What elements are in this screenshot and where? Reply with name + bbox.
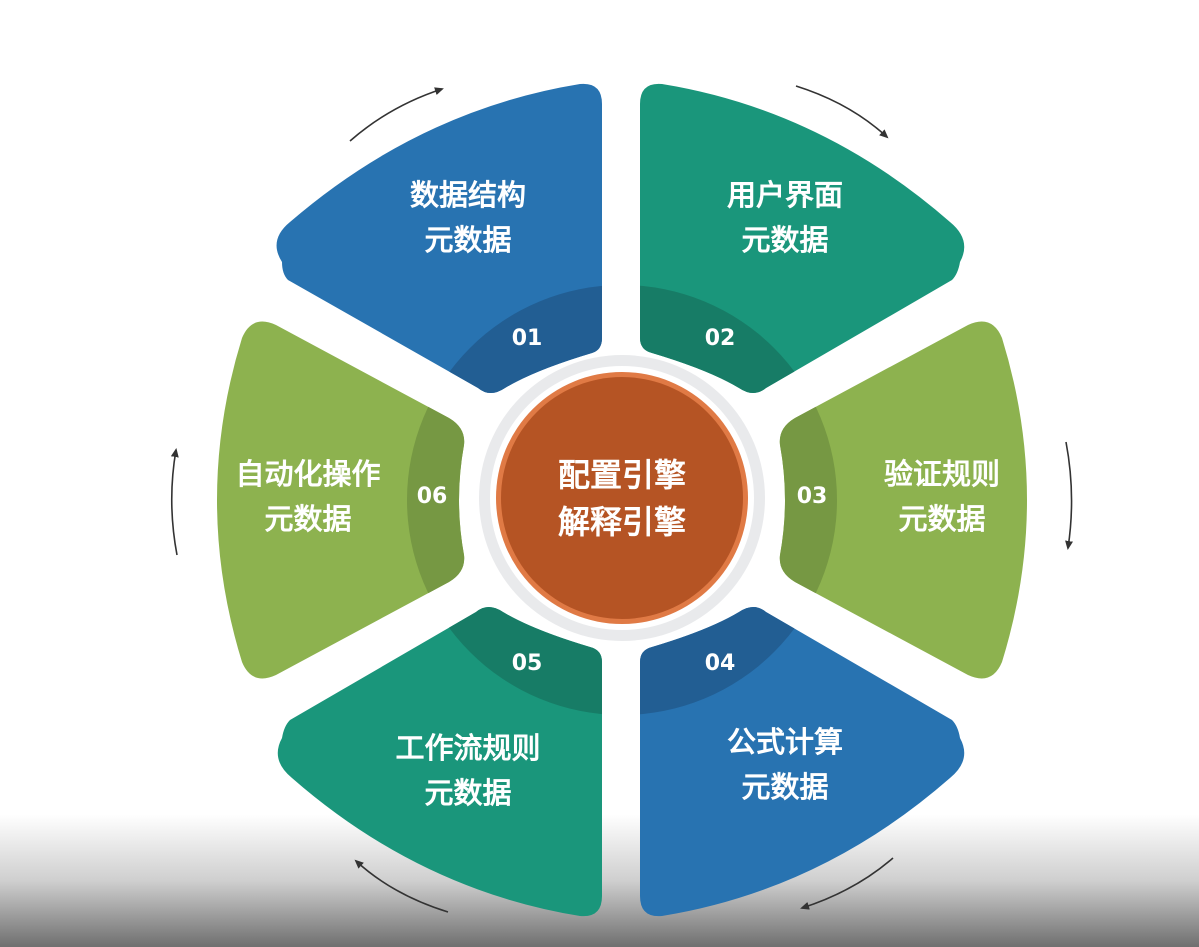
segment-02: 用户界面 元数据 02 — [640, 83, 965, 394]
segment-03: 验证规则 元数据 03 — [779, 321, 1027, 679]
center-hub: 配置引擎 解释引擎 — [479, 355, 765, 641]
flow-arrows — [170, 85, 1073, 913]
segment-06-shape — [217, 321, 465, 679]
segment-02-number: 02 — [705, 326, 736, 351]
segment-04: 公式计算 元数据 04 — [640, 607, 965, 917]
segment-02-subtitle: 元数据 — [741, 223, 828, 257]
arrow-right-icon — [1065, 441, 1073, 550]
segment-05: 工作流规则 元数据 05 — [277, 607, 602, 917]
segment-04-subtitle: 元数据 — [741, 770, 828, 804]
arrow-top-right-icon — [795, 85, 889, 139]
segment-03-subtitle: 元数据 — [898, 502, 985, 536]
center-title-line2: 解释引擎 — [558, 503, 686, 541]
segment-05-inner-band — [407, 607, 602, 715]
segment-01-inner-band — [407, 285, 602, 393]
segment-01-title: 数据结构 — [410, 178, 526, 212]
segment-04-number: 04 — [705, 651, 736, 676]
center-circle — [501, 377, 743, 619]
segment-05-subtitle: 元数据 — [424, 776, 511, 810]
segment-05-number: 05 — [512, 651, 543, 676]
center-title-line1: 配置引擎 — [558, 456, 686, 494]
arrow-left-icon — [170, 448, 179, 556]
segment-04-inner-band — [640, 607, 837, 715]
segment-05-title: 工作流规则 — [395, 731, 540, 765]
arrow-top-left-icon — [349, 87, 444, 142]
segment-06-title: 自动化操作 — [235, 457, 380, 491]
segment-06: 自动化操作 元数据 06 — [217, 321, 465, 679]
segment-02-title: 用户界面 — [727, 178, 843, 212]
segment-01-number: 01 — [512, 326, 543, 351]
segment-02-inner-band — [640, 285, 837, 393]
segment-03-title: 验证规则 — [884, 457, 1000, 491]
segment-03-shape — [779, 321, 1027, 679]
segment-01-subtitle: 元数据 — [424, 223, 511, 257]
segment-06-subtitle: 元数据 — [264, 502, 351, 536]
segment-06-number: 06 — [417, 484, 448, 509]
segment-04-title: 公式计算 — [727, 725, 843, 759]
arrow-bottom-right-icon — [800, 857, 894, 910]
arrow-bottom-left-icon — [354, 859, 449, 913]
segment-01: 数据结构 元数据 01 — [276, 83, 602, 393]
segment-03-number: 03 — [797, 484, 828, 509]
